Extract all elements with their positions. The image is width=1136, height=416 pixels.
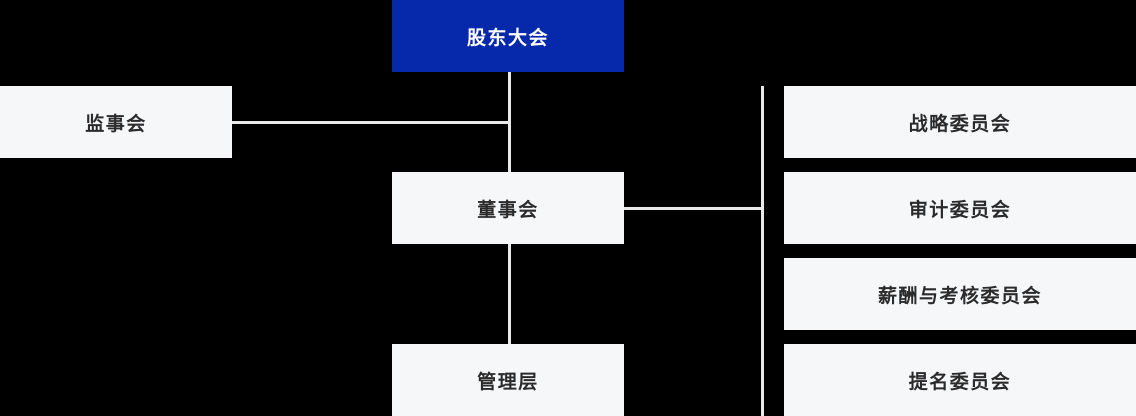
node-committee-audit[interactable]: 审计委员会 <box>784 172 1136 244</box>
node-committee-remuneration-appraisal-label: 薪酬与考核委员会 <box>877 285 1042 307</box>
node-committee-strategy[interactable]: 战略委员会 <box>784 86 1136 158</box>
node-committee-nomination[interactable]: 提名委员会 <box>784 344 1136 416</box>
node-committee-remuneration-appraisal[interactable]: 薪酬与考核委员会 <box>784 258 1136 330</box>
node-shareholders-meeting-label: 股东大会 <box>466 27 549 49</box>
connector-board-to-committees <box>624 207 764 210</box>
node-committee-nomination-label: 提名委员会 <box>908 371 1012 393</box>
node-committee-strategy-label: 战略委员会 <box>908 113 1012 135</box>
node-board-of-supervisors-label: 监事会 <box>85 113 147 135</box>
node-board-of-directors[interactable]: 董事会 <box>392 172 624 244</box>
node-committee-audit-label: 审计委员会 <box>908 199 1012 221</box>
node-shareholders-meeting[interactable]: 股东大会 <box>392 0 624 72</box>
node-management-label: 管理层 <box>477 371 539 393</box>
node-board-of-supervisors[interactable]: 监事会 <box>0 86 232 158</box>
node-management[interactable]: 管理层 <box>392 344 624 416</box>
node-board-of-directors-label: 董事会 <box>477 199 539 221</box>
connector-committee-spine <box>761 86 764 416</box>
connector-to-board-of-supervisors <box>232 121 511 124</box>
